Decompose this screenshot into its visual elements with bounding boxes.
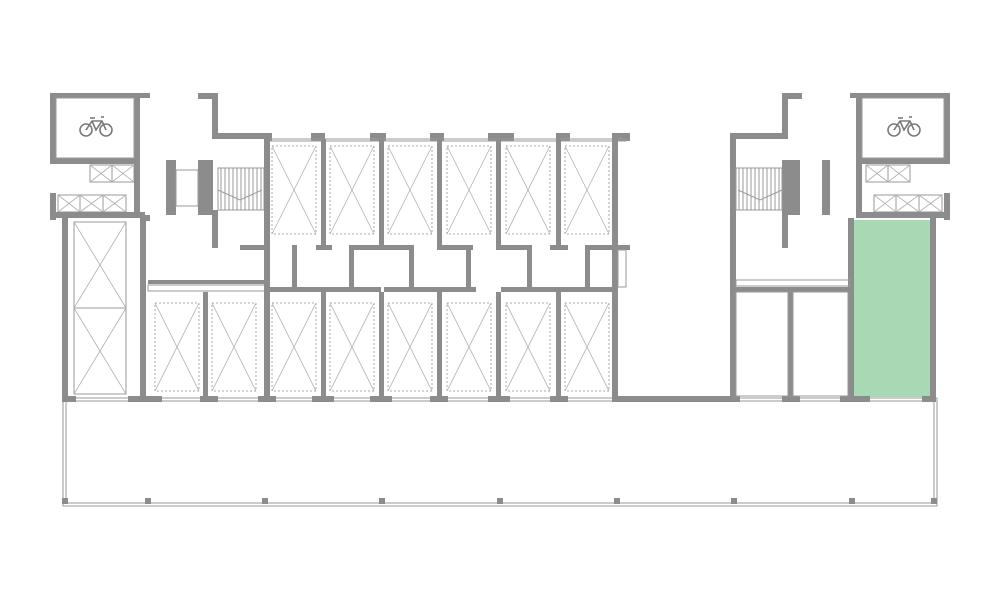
- bicycle-icon: [79, 116, 113, 137]
- storage-boxes-right: [865, 164, 943, 213]
- units-top-row: [271, 145, 610, 235]
- staircase-left: [217, 167, 265, 211]
- right-core: [730, 93, 950, 402]
- highlighted-unit[interactable]: [852, 220, 930, 397]
- central-block: [148, 133, 740, 402]
- staircase-right: [735, 167, 783, 211]
- bicycle-icon: [887, 116, 921, 137]
- units-bottom-row: [154, 302, 610, 392]
- storage-boxes-left: [57, 164, 135, 213]
- left-core: [50, 93, 272, 402]
- terrace: [62, 397, 938, 507]
